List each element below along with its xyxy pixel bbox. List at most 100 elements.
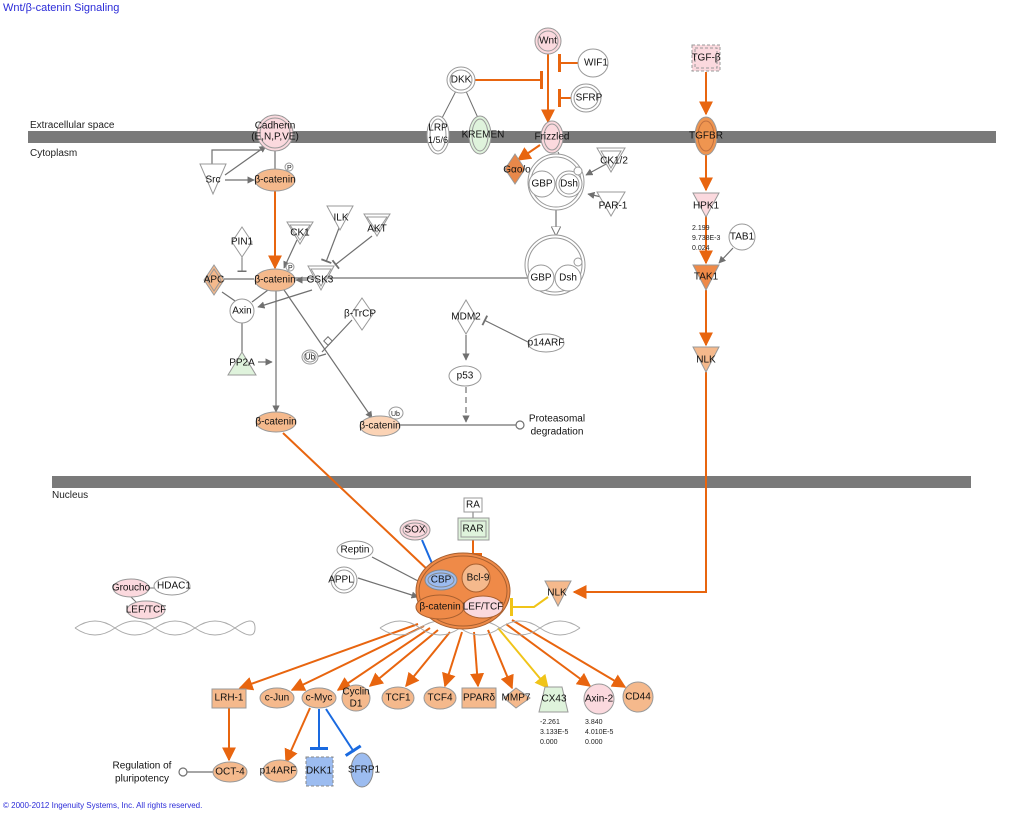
node-leftcf-repressor[interactable]: LEF/TCF — [126, 600, 167, 620]
node-ub[interactable]: Ub — [301, 349, 319, 365]
node-hdac1[interactable]: HDAC1 — [153, 576, 191, 596]
node-mmp7[interactable]: MMP7 — [502, 687, 531, 709]
edge-bcatenin-axin[interactable] — [251, 289, 269, 303]
edge-complex-cx43[interactable] — [497, 627, 549, 690]
node-src[interactable]: Src — [199, 163, 227, 196]
edge-gsk3-axin[interactable] — [257, 289, 313, 309]
node-appl[interactable]: APPL — [328, 566, 358, 594]
node-gbp-dsh-complex[interactable]: GBP Dsh — [524, 234, 586, 296]
node-leftcf-nuc[interactable]: LEF/TCF — [462, 595, 504, 619]
edge-dkk-lrp[interactable] — [440, 88, 458, 121]
edge-complex-cjun[interactable] — [290, 625, 425, 691]
edge-complex-ppard[interactable] — [470, 631, 485, 688]
node-akt[interactable]: AKT — [363, 213, 391, 237]
edge-tab1-tak1[interactable] — [718, 247, 734, 264]
node-beta-catenin-ub[interactable]: Ub β-catenin — [359, 406, 404, 437]
node-transcription-complex[interactable]: CBP Bcl-9 β-catenin LEF/TCF — [415, 552, 511, 630]
node-cjun[interactable]: c-Jun — [259, 687, 295, 709]
node-apc[interactable]: APC — [203, 264, 225, 296]
node-kremen[interactable]: KREMEN — [462, 115, 505, 155]
node-tgfb[interactable]: TGF-β — [691, 44, 721, 72]
node-mdm2[interactable]: MDM2 — [451, 299, 481, 335]
node-beta-catenin-cyto[interactable]: β-catenin — [255, 411, 297, 433]
node-sfrp1[interactable]: SFRP1 — [348, 752, 381, 788]
node-beta-catenin-membrane[interactable]: P β-catenin — [254, 162, 296, 192]
edge-complex-lrh1[interactable] — [238, 623, 419, 691]
node-ppard[interactable]: PPARδ — [461, 687, 497, 709]
node-nlk-nuc[interactable]: NLK — [544, 580, 572, 608]
edge-btrcp-ub[interactable] — [321, 319, 353, 353]
node-beta-catenin-nuc[interactable]: β-catenin — [415, 594, 465, 620]
node-beta-trcp[interactable]: β-TrCP — [344, 297, 376, 331]
edge-src-cadherin[interactable] — [211, 149, 262, 167]
edge-complex-cmyc[interactable] — [336, 627, 431, 691]
edge-complex-mmp7[interactable] — [487, 629, 514, 690]
edge-complex-axin2[interactable] — [505, 623, 592, 687]
node-p14arf-cyto[interactable]: p14ARF — [527, 333, 565, 353]
node-ck12[interactable]: CK1/2 — [596, 147, 628, 173]
node-tab1[interactable]: TAB1 — [728, 223, 756, 251]
node-p53[interactable]: p53 — [448, 365, 482, 387]
edge-cmyc-sfrp1[interactable] — [325, 708, 362, 757]
edge-complex-tcf4[interactable] — [442, 631, 463, 688]
node-ck1[interactable]: CK1 — [286, 221, 314, 245]
node-cbp[interactable]: CBP — [424, 569, 458, 591]
node-axin2[interactable]: Axin-2 — [583, 683, 615, 715]
node-oct4[interactable]: OCT-4 — [212, 761, 248, 783]
node-sfrp[interactable]: SFRP — [570, 83, 603, 113]
node-bcl9[interactable]: Bcl-9 — [461, 563, 491, 593]
node-lrp[interactable]: LRP 1/5/6 — [426, 115, 450, 155]
edge-ck1-bcatenin[interactable] — [283, 239, 298, 269]
edge-src-cadherin-arrow[interactable] — [224, 145, 267, 176]
node-rar[interactable]: RAR — [457, 517, 490, 541]
edge-nlk-leftcf[interactable] — [510, 596, 549, 616]
edge-cmyc-p14arf[interactable] — [284, 707, 311, 764]
edge-bcatenin-nucleus[interactable] — [282, 432, 431, 573]
node-ra[interactable]: RA — [463, 497, 483, 513]
node-par1[interactable]: PAR-1 — [596, 191, 628, 217]
node-reptin[interactable]: Reptin — [336, 540, 374, 560]
edge-bcatenin-ubiq[interactable] — [281, 286, 373, 419]
node-sox[interactable]: SOX — [399, 519, 431, 541]
node-axin[interactable]: Axin — [229, 298, 255, 324]
node-cyclin-d1[interactable]: Cyclin D1 — [341, 684, 371, 712]
node-ilk[interactable]: ILK — [326, 205, 354, 232]
node-nlk-cyto[interactable]: NLK — [692, 346, 720, 374]
node-tgfbr[interactable]: TGFBR — [689, 116, 723, 156]
node-cadherin[interactable]: Cadherin (E,N,P,VE) — [251, 114, 299, 152]
node-frizzled[interactable]: Frizzled — [534, 120, 570, 154]
node-gao[interactable]: Gαo/o — [503, 153, 531, 185]
edge-dkk-kremen[interactable] — [464, 88, 479, 119]
node-gbp-dsh-membrane[interactable]: GBP Dsh — [527, 153, 585, 211]
node-lrh1[interactable]: LRH-1 — [211, 688, 247, 709]
node-tak1[interactable]: TAK1 — [692, 264, 720, 292]
edge-ilk-gsk3[interactable] — [320, 227, 340, 264]
node-dkk[interactable]: DKK — [446, 66, 476, 94]
node-groucho[interactable]: Groucho — [112, 578, 151, 598]
node-beta-catenin-complex[interactable]: P β-catenin — [254, 262, 296, 292]
node-hpk1[interactable]: HPK1 — [692, 192, 720, 219]
node-p14arf-nuc[interactable]: p14ARF — [260, 759, 298, 783]
node-wnt[interactable]: Wnt — [534, 27, 562, 55]
node-pin1[interactable]: PIN1 — [231, 226, 254, 258]
edge-frizzled-gao[interactable] — [516, 144, 541, 161]
edge-akt-gsk3[interactable] — [331, 235, 373, 270]
node-cx43[interactable]: CX43 — [538, 686, 569, 713]
pathway-title[interactable]: Wnt/β-catenin Signaling — [3, 2, 120, 14]
edge-reptin-complex[interactable] — [371, 556, 421, 583]
edge-complex-cd44[interactable] — [511, 619, 627, 688]
edge-complex-cyclind1[interactable] — [368, 629, 439, 687]
node-cmyc[interactable]: c-Myc — [301, 687, 337, 709]
node-wif1[interactable]: WIF1 — [577, 48, 609, 78]
node-cd44[interactable]: CD44 — [622, 681, 654, 713]
node-pp2a[interactable]: PP2A — [227, 351, 257, 376]
node-tcf1[interactable]: TCF1 — [381, 686, 415, 710]
edge-ck12-dsh[interactable] — [585, 162, 609, 176]
edge-nlk-nlk[interactable] — [572, 372, 707, 599]
node-gsk3[interactable]: GSK3 — [307, 265, 335, 292]
node-dkk1[interactable]: DKK1 — [305, 756, 334, 787]
edge-complex-tcf1[interactable] — [405, 631, 451, 688]
edge-appl-complex[interactable] — [357, 577, 419, 599]
node-tcf4[interactable]: TCF4 — [423, 686, 457, 710]
edge-p14arf-mdm2[interactable] — [481, 315, 529, 343]
